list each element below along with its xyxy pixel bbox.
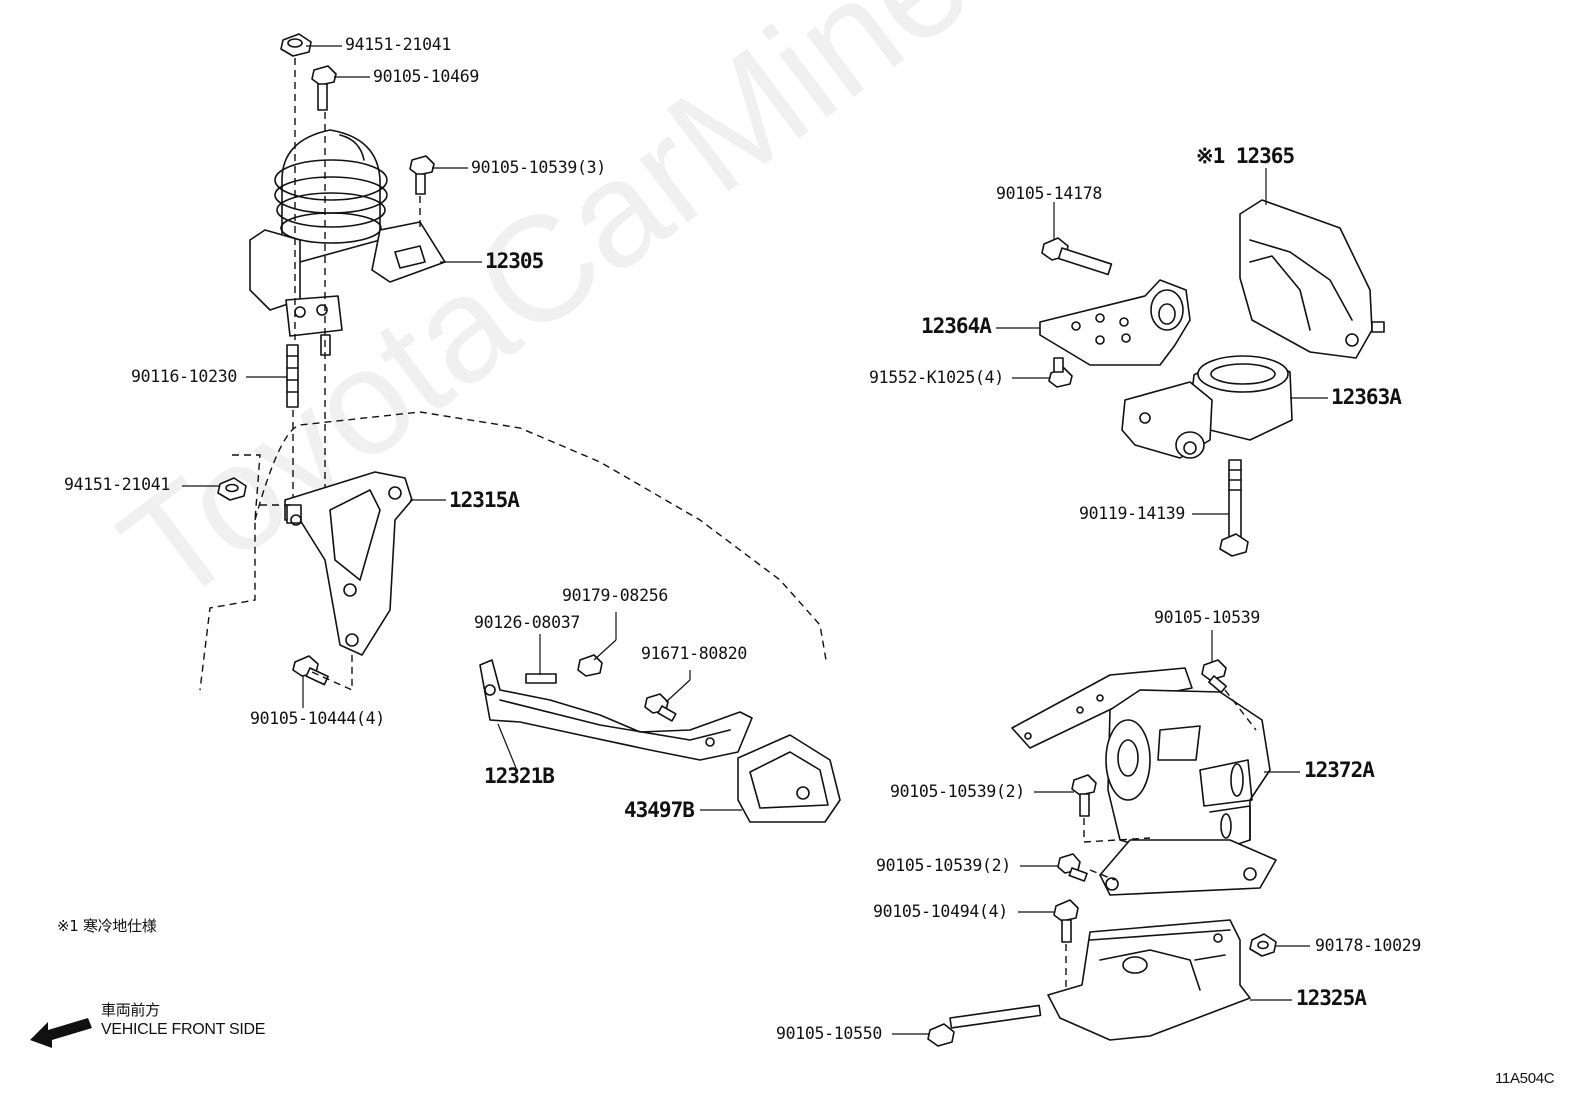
label-90105-10539-2a: 90105-10539(2): [890, 782, 1025, 801]
cold-area-note: ※1 寒冷地仕様: [57, 917, 157, 935]
bracket-12315A-drawing: [199, 411, 827, 692]
label-12372A: 12372A: [1304, 758, 1375, 782]
vehicle-front-arrow: [30, 1018, 92, 1048]
front-side-jp: 車両前方: [101, 1001, 160, 1019]
mount-12372A-drawing: [927, 659, 1277, 1047]
label-90116-10230: 90116-10230: [131, 367, 237, 386]
engine-mount-12305-drawing: [249, 33, 446, 520]
label-90179-08256: 90179-08256: [562, 586, 668, 605]
label-12325A: 12325A: [1296, 986, 1367, 1010]
label-90105-10539-2b: 90105-10539(2): [876, 856, 1011, 875]
label-90105-10469: 90105-10469: [373, 67, 479, 86]
front-side-en: VEHICLE FRONT SIDE: [101, 1021, 266, 1038]
label-90105-10444-4: 90105-10444(4): [250, 709, 385, 728]
label-90105-10494-4: 90105-10494(4): [873, 902, 1008, 921]
diagram-code: 11A504C: [1495, 1070, 1555, 1087]
label-12305: 12305: [485, 249, 544, 273]
label-94151-21041-mid: 94151-21041: [64, 475, 170, 494]
label-90105-10539: 90105-10539: [1154, 608, 1260, 627]
label-90178-10029: 90178-10029: [1315, 936, 1421, 955]
mount-12363A-drawing: [1039, 199, 1385, 557]
stay-12321B-drawing: [479, 654, 841, 823]
label-90105-14178: 90105-14178: [996, 184, 1102, 203]
label-91671-80820: 91671-80820: [641, 644, 747, 663]
label-90119-14139: 90119-14139: [1079, 504, 1185, 523]
label-43497B: 43497B: [624, 798, 695, 822]
leader-lines: [182, 45, 1328, 1035]
label-12315A: 12315A: [449, 488, 520, 512]
label-90105-10539-3: 90105-10539(3): [471, 158, 606, 177]
label-12365: ※1 12365: [1196, 144, 1295, 168]
label-90126-08037: 90126-08037: [474, 613, 580, 632]
label-94151-21041-top: 94151-21041: [345, 35, 451, 54]
label-12363A: 12363A: [1331, 385, 1402, 409]
label-91552-K1025-4: 91552-K1025(4): [869, 368, 1004, 387]
label-12321B: 12321B: [484, 764, 555, 788]
label-12364A: 12364A: [921, 314, 992, 338]
label-90105-10550: 90105-10550: [776, 1024, 882, 1043]
